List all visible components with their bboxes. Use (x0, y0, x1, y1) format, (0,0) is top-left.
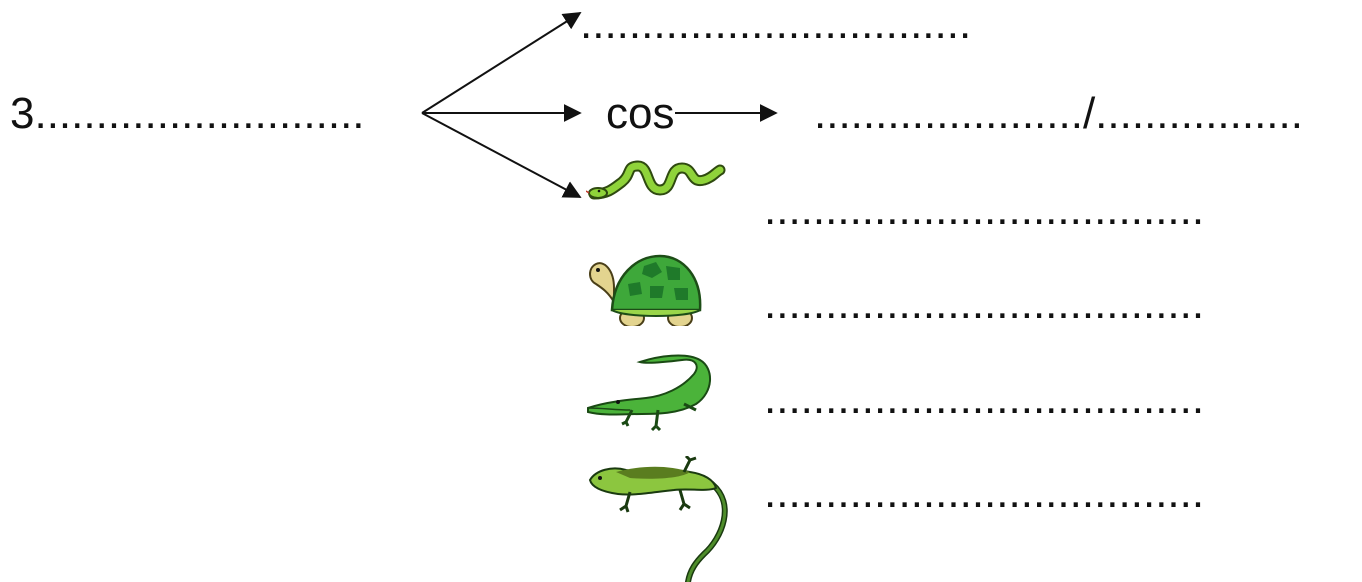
crocodile-answer-blank: .................................... (764, 374, 1205, 423)
arrow-down (421, 112, 582, 198)
turtle-icon (589, 254, 702, 326)
lizard-icon (588, 456, 728, 582)
item-number-blank: 3........................... (10, 89, 365, 138)
turtle-answer-blank: .................................... (764, 279, 1205, 328)
cos-word: cos (606, 89, 675, 138)
snake-icon (586, 160, 726, 200)
crocodile-icon (587, 354, 711, 432)
top-branch-blank: ................................ (580, 0, 972, 48)
snake-answer-blank: .................................... (764, 185, 1205, 234)
lizard-answer-blank: .................................... (764, 468, 1205, 517)
arrow-up (421, 12, 582, 114)
cos-answer-blank: ....................../................. (814, 89, 1303, 138)
